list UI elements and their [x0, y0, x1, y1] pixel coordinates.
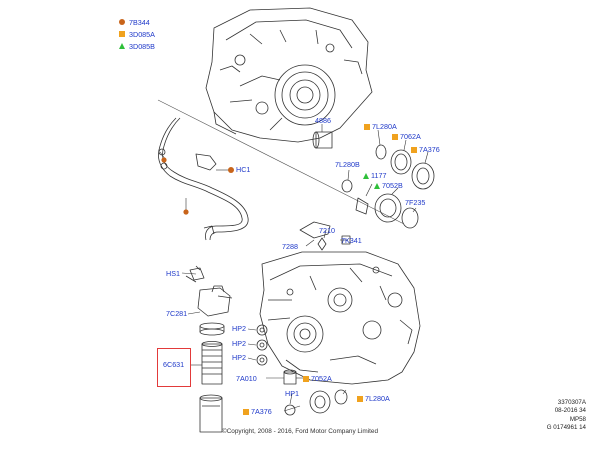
part-number[interactable]: 7F235	[405, 198, 426, 207]
callout-7288[interactable]: 7288	[282, 242, 298, 251]
callout-7052B[interactable]: 7052B	[374, 181, 403, 190]
reference-line: 3370307A	[557, 399, 586, 406]
callout-HP2-3[interactable]: HP2	[232, 353, 246, 362]
part-number[interactable]: 7210	[319, 226, 335, 235]
callout-7C281[interactable]: 7C281	[166, 309, 187, 318]
callout-7A376-lower[interactable]: 7A376	[243, 407, 272, 416]
part-number[interactable]: HP2	[232, 324, 246, 333]
callout-7062A[interactable]: 7062A	[392, 132, 421, 141]
part-number[interactable]: 7C281	[166, 309, 188, 318]
square-icon	[392, 133, 398, 140]
callout-HC1[interactable]: HC1	[228, 165, 250, 174]
callout-4886[interactable]: 4886	[315, 116, 331, 125]
callout-HS1[interactable]: HS1	[166, 269, 180, 278]
part-number[interactable]: 7052B	[382, 181, 403, 190]
callout-7F235[interactable]: 7F235	[405, 198, 425, 207]
legend-label[interactable]: 7B344	[129, 17, 150, 27]
part-number[interactable]: 7K341	[341, 236, 362, 245]
callout-1177[interactable]: 1177	[363, 171, 386, 180]
callout-7052A[interactable]: 7052A	[303, 374, 332, 383]
callout-HP2-2[interactable]: HP2	[232, 339, 246, 348]
upper-transmission-housing-drawing	[205, 7, 373, 143]
legend: 7B344 3D085A 3D085B	[119, 16, 155, 52]
cooler-hose-drawing	[158, 117, 249, 241]
part-number[interactable]: 4886	[315, 116, 331, 125]
reference-line: G 0174961 14	[546, 424, 586, 432]
callout-7210[interactable]: 7210	[319, 226, 335, 235]
callout-7L280B[interactable]: 7L280B	[335, 160, 360, 169]
part-number[interactable]: 7062A	[400, 132, 421, 141]
part-number[interactable]: 7288	[282, 242, 298, 251]
filter-assembly-drawing	[185, 267, 233, 433]
dot-icon	[228, 166, 234, 173]
upper-small-parts-drawing	[299, 131, 435, 251]
part-number[interactable]: 7A010	[236, 374, 257, 383]
triangle-icon	[374, 182, 380, 189]
square-icon	[243, 408, 249, 415]
callout-7K341[interactable]: 7K341	[341, 236, 362, 245]
hose-clip-marker-2	[161, 157, 167, 163]
callout-6C631[interactable]: 6C631	[163, 360, 184, 369]
lower-transmission-housing-drawing	[259, 251, 421, 385]
callout-HP2-1[interactable]: HP2	[232, 324, 246, 333]
part-number[interactable]: 7A376	[419, 145, 440, 154]
part-number[interactable]: HP2	[232, 353, 246, 362]
part-number[interactable]: 7L280A	[372, 122, 397, 131]
callout-7L280A-lower[interactable]: 7L280A	[357, 394, 390, 403]
legend-row: 7B344	[119, 16, 155, 28]
reference-line: 08-2016 34	[554, 407, 586, 415]
part-number[interactable]: 7052A	[311, 374, 332, 383]
part-number[interactable]: 7L280A	[365, 394, 390, 403]
part-number[interactable]: 1177	[371, 171, 387, 180]
part-number[interactable]: 7A376	[251, 407, 272, 416]
square-icon	[119, 31, 125, 37]
part-number[interactable]: 6C631	[163, 360, 185, 369]
legend-label[interactable]: 3D085B	[129, 41, 155, 51]
callout-7A010[interactable]: 7A010	[236, 374, 257, 383]
square-icon	[364, 123, 370, 130]
square-icon	[303, 375, 309, 382]
part-number[interactable]: HS1	[166, 269, 180, 278]
part-number[interactable]: 7L280B	[335, 160, 360, 169]
part-number[interactable]: HP1	[285, 389, 299, 398]
copyright-notice: ©Copyright, 2008 - 2016, Ford Motor Comp…	[221, 428, 379, 435]
triangle-icon	[119, 43, 125, 49]
callout-HP1[interactable]: HP1	[285, 389, 299, 398]
dot-icon	[119, 19, 125, 25]
lower-small-parts-drawing	[195, 265, 348, 416]
part-number[interactable]: HP2	[232, 339, 246, 348]
diagram-reference-block: 3370307A 08-2016 34 MP58 G 0174961 14	[547, 399, 586, 433]
selected-part-highlight	[157, 348, 191, 387]
triangle-icon	[363, 172, 369, 179]
callout-7L280A[interactable]: 7L280A	[364, 122, 397, 131]
legend-row: 3D085A	[119, 28, 155, 40]
part-number[interactable]: HC1	[236, 165, 251, 174]
callout-7A376[interactable]: 7A376	[411, 145, 440, 154]
legend-label[interactable]: 3D085A	[129, 29, 155, 39]
hose-clip-marker	[183, 209, 189, 215]
square-icon	[357, 395, 363, 402]
legend-row: 3D085B	[119, 40, 155, 52]
square-icon	[411, 146, 417, 153]
reference-line: MP58	[569, 415, 586, 423]
